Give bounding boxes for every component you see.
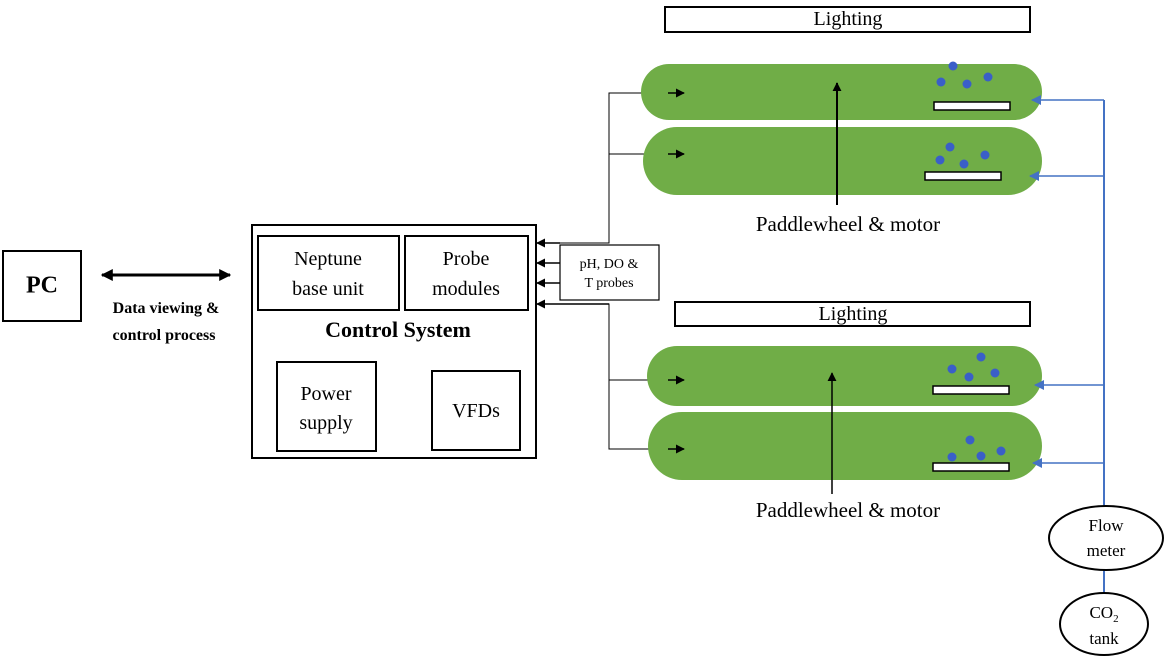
probes-box: [559, 244, 660, 301]
lighting-bottom-box: [674, 301, 1031, 327]
diffuser-2: [924, 171, 1002, 181]
control-system-title: Control System: [325, 317, 471, 342]
bubbles-pond-4: [947, 435, 1006, 462]
neptune-line2: base unit: [292, 278, 364, 300]
pc-box: [2, 250, 82, 322]
flow-meter-line2: meter: [1087, 541, 1126, 560]
bubbles-pond-2: [935, 142, 990, 169]
probe-modules-box: [404, 235, 529, 311]
probes-line2: T probes: [584, 276, 633, 291]
link-label-line1: Data viewing &: [113, 300, 220, 317]
co2-tank-subscript: 2: [1113, 613, 1119, 625]
pond-1: [641, 64, 1042, 120]
power-supply-box: [276, 361, 377, 452]
probes-line1: pH, DO &: [580, 257, 639, 272]
lighting-top-box: [664, 6, 1031, 33]
pc-label: PC: [26, 273, 58, 299]
co2-tank-line1: CO2: [1089, 603, 1118, 625]
co2-tank-line2: tank: [1089, 629, 1119, 648]
flow-meter-line1: Flow: [1089, 516, 1125, 535]
paddlewheel-bottom-label: Paddlewheel & motor: [756, 498, 940, 522]
flow-meter: [1048, 505, 1164, 571]
neptune-line1: Neptune: [294, 248, 362, 270]
paddlewheel-top-label: Paddlewheel & motor: [756, 212, 940, 236]
neptune-base-unit-box: [257, 235, 400, 311]
probe-line-bottom: [600, 303, 683, 450]
diffuser-1: [933, 101, 1011, 111]
co2-tank-co: CO: [1089, 603, 1113, 622]
link-label-line2: control process: [113, 327, 216, 344]
lighting-top-label: Lighting: [814, 8, 883, 30]
pond-2: [643, 127, 1042, 195]
probe-modules-line1: Probe: [443, 248, 490, 270]
lighting-bottom-label: Lighting: [819, 303, 888, 325]
vfds-box: [431, 370, 521, 451]
co2-tank: [1059, 592, 1149, 656]
probe-modules-line2: modules: [432, 278, 500, 300]
diffuser-3: [932, 385, 1010, 395]
power-supply-line1: Power: [300, 383, 351, 405]
diffuser-4: [932, 462, 1010, 472]
bubbles-pond-1: [936, 61, 993, 89]
bubbles-pond-3: [947, 352, 1000, 382]
vfds-label: VFDs: [452, 400, 500, 422]
power-supply-line2: supply: [299, 412, 352, 434]
